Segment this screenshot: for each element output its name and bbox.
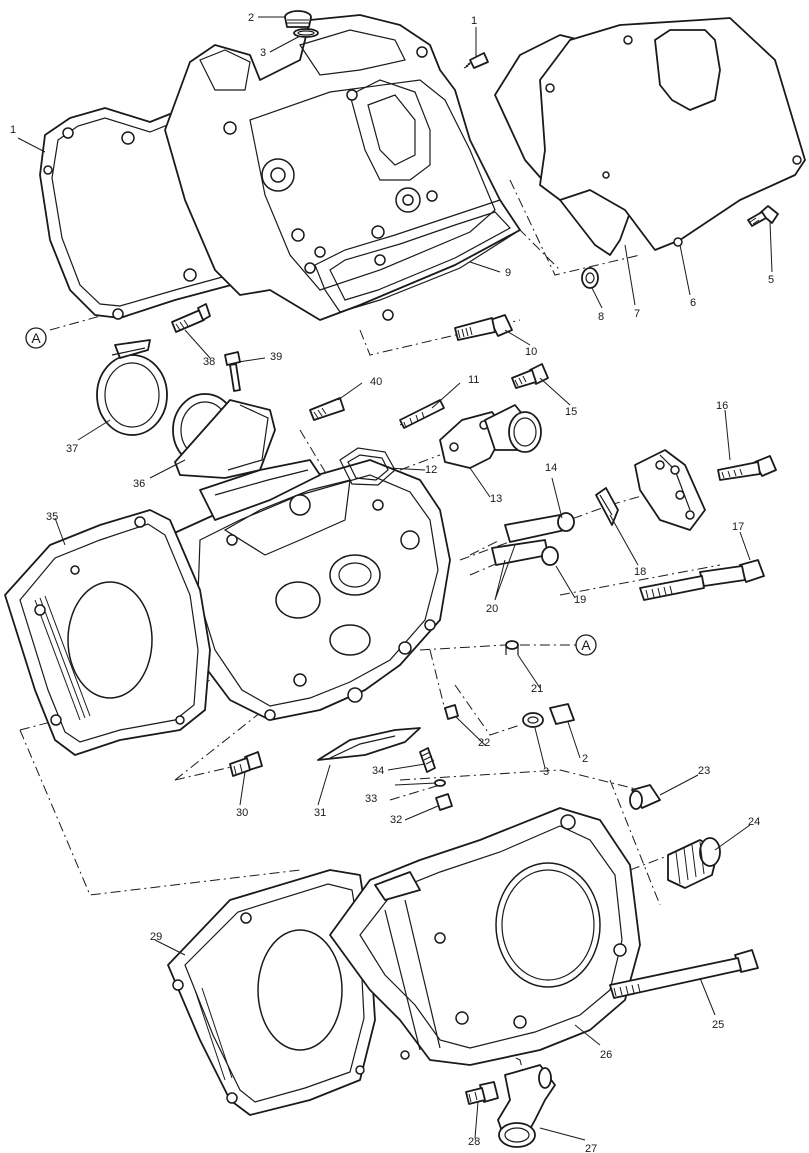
cylinder-stud-bolt [609,949,759,999]
callout-7: 7 [634,308,640,320]
svg-text:A: A [581,637,591,653]
cylinder-head-bolt [639,559,765,601]
tensioner-gasket [317,727,421,761]
oil-fill-cap [284,10,312,28]
callout-labels: 1 2 3 1 5 6 7 8 9 10 38 39 40 11 15 16 3… [10,12,774,1153]
callout-12: 12 [425,464,437,476]
callout-10: 10 [525,346,537,358]
valve-cover-base-gasket [304,199,521,321]
callout-8: 8 [598,311,604,323]
callout-39: 39 [270,351,282,363]
boot-screw [224,351,241,392]
intake-clamp-bolt [171,303,211,333]
cylinder-block [329,807,641,1066]
cover-bolt [463,52,489,69]
callout-29: 29 [150,931,162,943]
callout-1-gasket: 1 [10,124,16,136]
camshaft-cap [634,449,706,531]
callout-34: 34 [372,765,384,777]
callout-22: 22 [478,737,490,749]
coolant-inlet-elbow [497,1064,556,1148]
hose-clamp [96,339,168,436]
panel-grommet [581,267,599,289]
plug-washer [522,712,544,728]
cap-bolt [717,455,777,481]
callout-31: 31 [314,807,326,819]
cylinder-head [169,459,451,721]
callout-32: 32 [390,814,402,826]
panel-bolt [747,205,779,227]
callout-40: 40 [370,376,382,388]
callout-36: 36 [133,478,145,490]
tensioner-spring [419,747,436,773]
spark-plug [309,397,345,421]
cylinder-head-gasket [4,509,211,756]
head-gasket-small [339,447,396,486]
callout-37: 37 [66,443,78,455]
head-plug [549,703,575,725]
callout-3-washer: 3 [543,766,549,778]
locating-dowel [505,640,519,655]
callout-16: 16 [716,400,728,412]
reference-marker-a-middle: A [575,634,597,656]
callout-13: 13 [490,493,502,505]
callout-2-cap: 2 [248,12,254,24]
drain-plug [444,704,459,720]
cap-o-ring [293,28,319,38]
cylinder-base-gasket [167,869,376,1116]
cylinder-dowel [629,784,661,810]
callout-33: 33 [365,793,377,805]
fitting-bolt [465,1081,499,1105]
callout-38: 38 [203,356,215,368]
callout-11: 11 [468,374,479,386]
tensioner-plug [435,793,453,811]
callout-23: 23 [698,765,710,777]
callout-17: 17 [732,521,744,533]
callout-6: 6 [690,297,696,309]
callout-3-o-ring: 3 [260,47,266,59]
intake-boot [172,393,276,479]
cover-bolt-long [454,314,513,341]
callout-21: 21 [531,683,543,695]
callout-30: 30 [236,807,248,819]
callout-9: 9 [505,267,511,279]
callout-18: 18 [634,566,646,578]
outlet-bolt [511,363,549,389]
callout-35: 35 [46,511,58,523]
callout-26: 26 [600,1049,612,1061]
gasket-bolt [229,751,263,777]
half-moon-seal [595,487,619,526]
center-lines [19,179,721,1081]
rocker-shaft [491,512,575,566]
callout-24: 24 [748,816,760,828]
cylinder-stud [399,399,445,429]
side-cover-panel [494,17,806,256]
valve-cover [164,14,521,321]
callout-20: 20 [486,603,498,615]
coolant-fitting [667,837,721,889]
reference-marker-a-top: A [25,327,47,349]
svg-text:A: A [31,330,41,346]
intake-manifold-pipe [199,459,321,521]
callout-15: 15 [565,406,577,418]
callout-14: 14 [545,462,557,474]
coolant-outlet-elbow [439,404,542,469]
callout-25: 25 [712,1019,724,1031]
callout-2-plug: 2 [582,753,588,765]
leader-lines [17,16,773,1141]
callout-28: 28 [468,1136,480,1148]
callout-27: 27 [585,1143,597,1153]
callout-5: 5 [768,274,774,286]
callout-1-bolt: 1 [471,15,477,27]
tensioner-washer [434,779,446,787]
callout-19: 19 [574,594,586,606]
